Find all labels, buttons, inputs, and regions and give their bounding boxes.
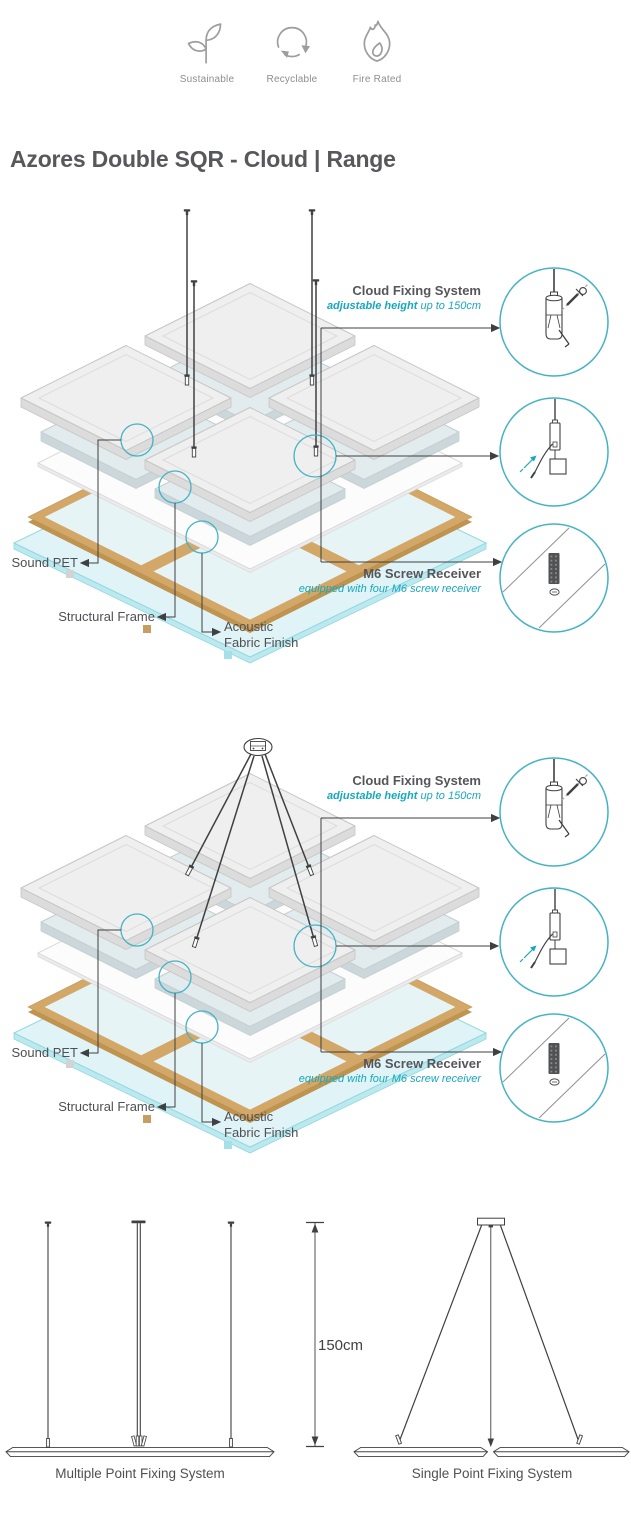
detail-cable-gripper [499,887,609,997]
label-structural-frame: Structural Frame [58,1099,155,1114]
callout-subtitle: adjustable height up to 150cm [326,300,481,312]
suspension-cable [308,209,316,386]
suspension-cable [312,279,320,457]
callout-subtitle: equipped with four M6 screw receiver [298,1073,481,1085]
detail-cable-gripper [499,397,609,507]
recycle-icon [276,26,310,58]
badge-sustainable: Sustainable [168,16,246,85]
panel-slab [5,1447,275,1453]
callout-title: M6 Screw Receiver [363,566,481,581]
swatch-acoustic-fabric [224,651,232,659]
callout-m6-receiver: M6 Screw Receiver equipped with four M6 … [299,566,481,595]
fixing-system-comparison: 150cm Multiple Point Fixing System Singl… [0,1195,631,1536]
page-title: Azores Double SQR - Cloud | Range [10,146,396,173]
suspension-cable [190,280,198,458]
suspension-cable [183,209,191,386]
label-structural-frame: Structural Frame [58,609,155,624]
callout-title: Cloud Fixing System [352,773,481,788]
multi-point-cables [183,209,320,458]
suspension-cable [264,753,315,877]
panel-stack [12,773,488,1154]
annotation-lines [79,323,503,637]
dimension-line [306,1221,324,1448]
multiple-point-side-view [5,1220,275,1458]
ceiling-canopy [243,737,273,757]
badge-recyclable: Recyclable [253,16,331,85]
comparison-canvas [5,1217,630,1458]
single-point-side-view [353,1217,630,1458]
label-sound-pet: Sound PET [11,1045,79,1060]
panel-slab [353,1447,488,1453]
swatch-sound-pet [66,1060,74,1068]
label-sound-pet: Sound PET [11,555,79,570]
flame-icon [363,20,391,62]
single-point-cables [184,737,319,949]
diagram-canvas-single-point [12,737,609,1154]
badge-label: Fire Rated [352,74,402,85]
panel-slab [493,1447,630,1453]
top-panel [20,345,232,460]
top-panel [144,283,356,398]
diagram-canvas-multi-point [12,209,609,664]
top-panel [144,897,356,1012]
swatch-structural-frame [143,625,151,633]
cloud-diagram-multi-point: Cloud Fixing System adjustable height up… [0,195,631,705]
swatch-acoustic-fabric [224,1141,232,1149]
certification-badges: Sustainable Recyclable Fire Rated [168,16,416,85]
suspension-cable [191,755,255,949]
callout-title: Cloud Fixing System [352,283,481,298]
detail-m6-receiver [499,1013,609,1123]
swatch-sound-pet [66,570,74,578]
callout-cloud-fixing: Cloud Fixing System adjustable height up… [327,283,481,312]
detail-top-fixing [499,757,609,867]
badge-label: Recyclable [266,74,318,85]
badge-label: Sustainable [179,74,235,85]
annotation-lines [79,813,503,1127]
caption-multiple-point: Multiple Point Fixing System [55,1466,225,1481]
callout-m6-receiver: M6 Screw Receiver equipped with four M6 … [299,1056,481,1085]
callout-title: M6 Screw Receiver [363,1056,481,1071]
cloud-diagram-single-point: Cloud Fixing System adjustable height up… [0,685,631,1195]
top-panel [20,835,232,950]
caption-single-point: Single Point Fixing System [411,1466,573,1481]
suspension-cable [261,755,319,948]
detail-m6-receiver [499,523,609,633]
swatch-structural-frame [143,1115,151,1123]
detail-top-fixing [499,267,609,377]
callout-subtitle: equipped with four M6 screw receiver [298,583,481,595]
panel-stack [12,283,488,664]
callout-subtitle: adjustable height up to 150cm [326,790,481,802]
suspension-cable [184,753,252,877]
seedling-icon [187,23,222,64]
top-panel [144,407,356,522]
dimension-label: 150cm [318,1337,364,1354]
badge-fire-rated: Fire Rated [338,16,416,85]
callout-cloud-fixing: Cloud Fixing System adjustable height up… [327,773,481,802]
